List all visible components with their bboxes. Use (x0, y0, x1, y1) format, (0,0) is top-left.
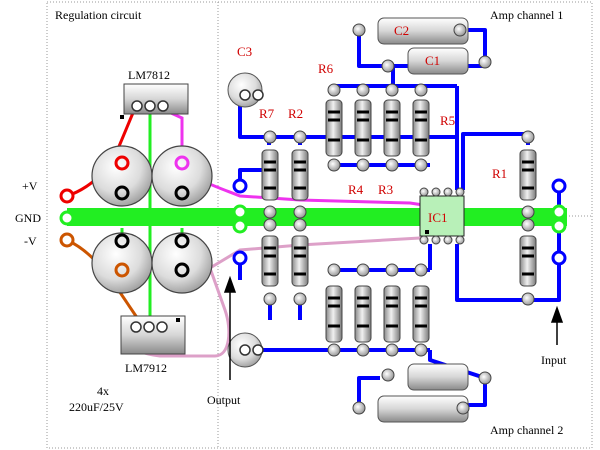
c3-capacitors (227, 72, 264, 368)
gnd-bus (67, 108, 567, 320)
r4-label: R4 (348, 182, 364, 197)
ic1-label: IC1 (428, 210, 448, 225)
supply-gnd-label: GND (15, 211, 41, 225)
regulator-positive (120, 83, 189, 119)
regulator-negative-label: LM7912 (125, 361, 167, 375)
r3-label: R3 (378, 182, 394, 197)
supply-neg-label: -V (24, 234, 37, 248)
r7-label: R7 (259, 106, 275, 121)
amp1-traces (238, 28, 561, 302)
regulator-negative (120, 315, 186, 355)
caps-spec-label: 220uF/25V (69, 400, 124, 414)
supply-pos-label: +V (22, 179, 38, 193)
amp2-section-title: Amp channel 2 (490, 423, 564, 437)
r1-label: R1 (492, 166, 508, 181)
amp2-traces (238, 244, 487, 411)
c3-label: C3 (237, 44, 253, 59)
supply-terminals (59, 188, 75, 248)
film-capacitors (377, 17, 469, 423)
resistor-bands (264, 110, 534, 328)
regulator-positive-label: LM7812 (128, 68, 170, 82)
c2-label: C2 (394, 23, 410, 38)
io-arrows (223, 275, 564, 380)
r5-label: R5 (440, 113, 456, 128)
caps-count-label: 4x (97, 384, 109, 398)
output-label: Output (207, 393, 241, 407)
input-label: Input (541, 353, 567, 367)
c1-label: C1 (425, 53, 441, 68)
regulation-section-title: Regulation circuit (55, 8, 142, 22)
io-terminals (232, 178, 567, 266)
amp1-section-title: Amp channel 1 (490, 8, 564, 22)
cap-pads (114, 155, 190, 278)
r6-label: R6 (318, 61, 334, 76)
r2-label: R2 (288, 106, 304, 121)
solder-pads (263, 23, 535, 415)
ic1-chip (419, 195, 465, 237)
